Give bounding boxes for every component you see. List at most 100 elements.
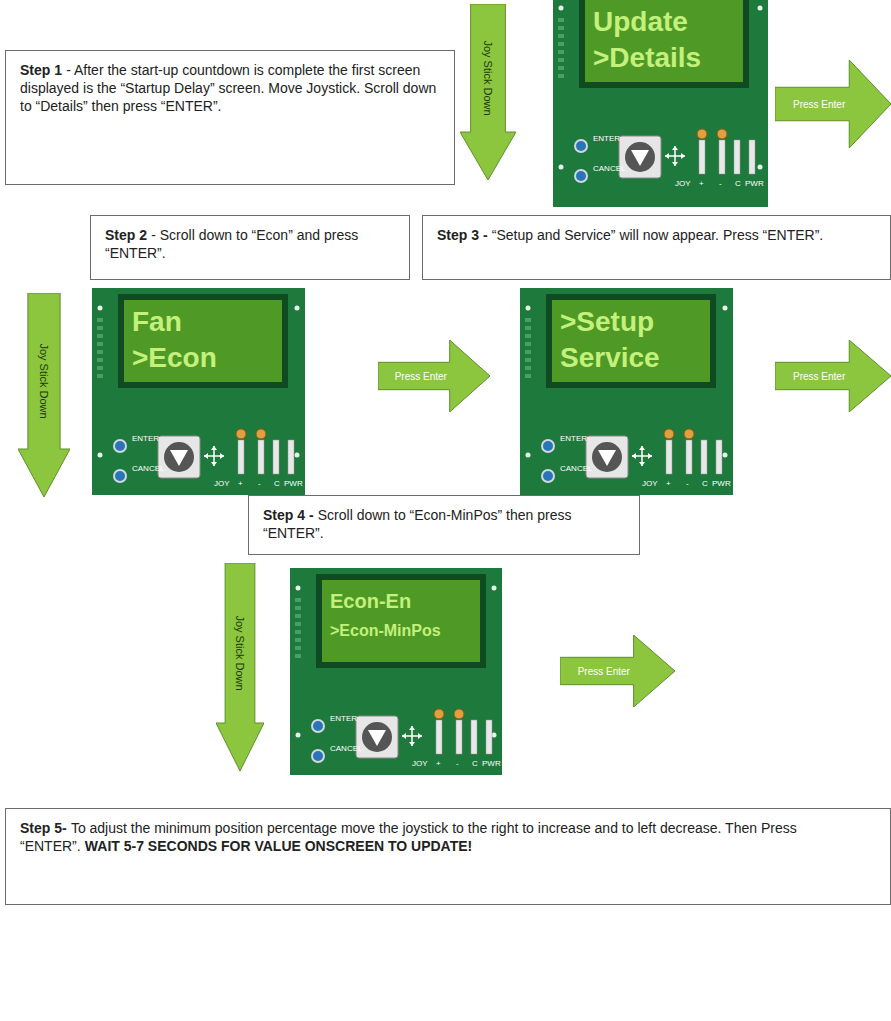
board-label: C	[702, 479, 708, 488]
drawing-part	[558, 34, 564, 38]
step-number: Step 5-	[20, 820, 67, 836]
drawing-part	[553, 0, 768, 207]
drawing-part	[113, 469, 127, 483]
lcd-menu-item: Econ-En	[330, 590, 411, 613]
drawing-part	[97, 350, 103, 354]
board-label: JOY	[214, 479, 230, 488]
board-label: -	[258, 479, 261, 488]
drawing-part	[98, 306, 103, 311]
drawing-part	[322, 580, 480, 662]
drawing-part	[525, 366, 531, 370]
drawing-part	[632, 446, 652, 466]
drawing-part	[592, 442, 622, 472]
drawing-part	[164, 442, 194, 472]
drawing-part	[295, 654, 301, 658]
drawing-part	[486, 720, 492, 754]
drawing-part	[402, 726, 422, 746]
step-box: Step 3 -“Setup and Service” will now app…	[422, 215, 891, 280]
lcd-menu-item: Fan	[132, 306, 182, 338]
drawing-part	[585, 0, 743, 82]
drawing-part	[552, 300, 710, 382]
drawing-part	[290, 568, 502, 775]
drawing-part	[492, 586, 497, 591]
drawing-part	[758, 165, 763, 170]
drawing-part	[543, 471, 553, 481]
drawing-part	[574, 139, 588, 153]
drawing-part	[471, 720, 477, 754]
drawing-part	[525, 350, 531, 354]
board-label: JOY	[642, 479, 658, 488]
lcd-screen: >SetupService	[552, 300, 710, 382]
board-label: +	[238, 479, 243, 488]
drawing-part	[204, 446, 224, 466]
drawing-part	[454, 709, 464, 719]
drawing-part	[98, 453, 103, 458]
drawing-part	[734, 140, 740, 174]
drawing-part	[723, 306, 728, 311]
drawing-part	[576, 171, 586, 181]
controller-board: ENTERCANCELJOY+-CPWRFan>Econ	[92, 288, 305, 495]
joystick-arrow: Joy Stick Down	[460, 4, 516, 180]
drawing-part	[97, 318, 103, 322]
drawing-part	[574, 169, 588, 183]
board-label: ENTER	[132, 434, 159, 443]
drawing-part	[296, 733, 301, 738]
drawing-part	[559, 165, 564, 170]
drawing-part	[295, 606, 301, 610]
drawing-part	[546, 294, 716, 388]
board-label: C	[274, 479, 280, 488]
drawing-part	[525, 334, 531, 338]
press-enter-arrow: Press Enter	[775, 340, 891, 412]
drawing-part	[558, 74, 564, 78]
drawing-part	[664, 429, 674, 439]
drawing-part	[97, 358, 103, 362]
drawing-part	[170, 450, 188, 466]
controller-board: ENTERCANCELJOY+-CPWR>SetupService	[520, 288, 733, 495]
drawing-part	[719, 140, 725, 174]
drawing-part	[716, 440, 722, 474]
board-label: JOY	[412, 759, 428, 768]
step-number: Step 3 -	[437, 227, 488, 243]
drawing-part	[775, 340, 891, 412]
board-label: +	[666, 479, 671, 488]
drawing-part	[402, 726, 422, 746]
lcd-menu-item: >Setup	[560, 306, 654, 338]
drawing-part	[295, 622, 301, 626]
board-label: C	[735, 179, 741, 188]
lcd-menu-item: Update	[593, 6, 688, 38]
lcd-menu-item: >Econ	[132, 342, 217, 374]
step-box: Step 5-To adjust the minimum position pe…	[5, 808, 891, 905]
drawing-part	[238, 440, 244, 474]
drawing-part	[525, 358, 531, 362]
drawing-part	[525, 342, 531, 346]
step-box: Step 4 -Scroll down to “Econ-MinPos” the…	[248, 495, 640, 555]
drawing-part	[598, 450, 616, 466]
step-number: Step 2	[105, 227, 147, 243]
drawing-part	[684, 429, 694, 439]
drawing-part	[666, 440, 672, 474]
step-text: WAIT 5-7 SECONDS FOR VALUE ONSCREEN TO U…	[85, 838, 472, 854]
drawing-part	[378, 340, 490, 412]
drawing-part	[124, 300, 282, 382]
drawing-part	[362, 722, 392, 752]
drawing-part	[295, 630, 301, 634]
drawing-part	[631, 150, 649, 166]
controller-board: ENTERCANCELJOY+-CPWREcon-En>Econ-MinPos	[290, 568, 502, 775]
drawing-part	[236, 429, 246, 439]
drawing-part	[632, 446, 652, 466]
drawing-part	[115, 441, 125, 451]
step-box: Step 2- Scroll down to “Econ” and press …	[90, 215, 410, 280]
board-label: PWR	[712, 479, 731, 488]
arrow-label: Press Enter	[578, 666, 630, 677]
drawing-part	[560, 635, 675, 707]
arrow-label: Press Enter	[793, 371, 845, 382]
drawing-part	[97, 334, 103, 338]
board-label: PWR	[745, 179, 764, 188]
step-number: Step 1	[20, 62, 62, 78]
board-label: -	[686, 479, 689, 488]
drawing-part	[717, 129, 727, 139]
drawing-part	[273, 440, 279, 474]
drawing-part	[204, 446, 224, 466]
board-label: ENTER	[330, 714, 357, 723]
lcd-screen: Update>Details	[585, 0, 743, 82]
